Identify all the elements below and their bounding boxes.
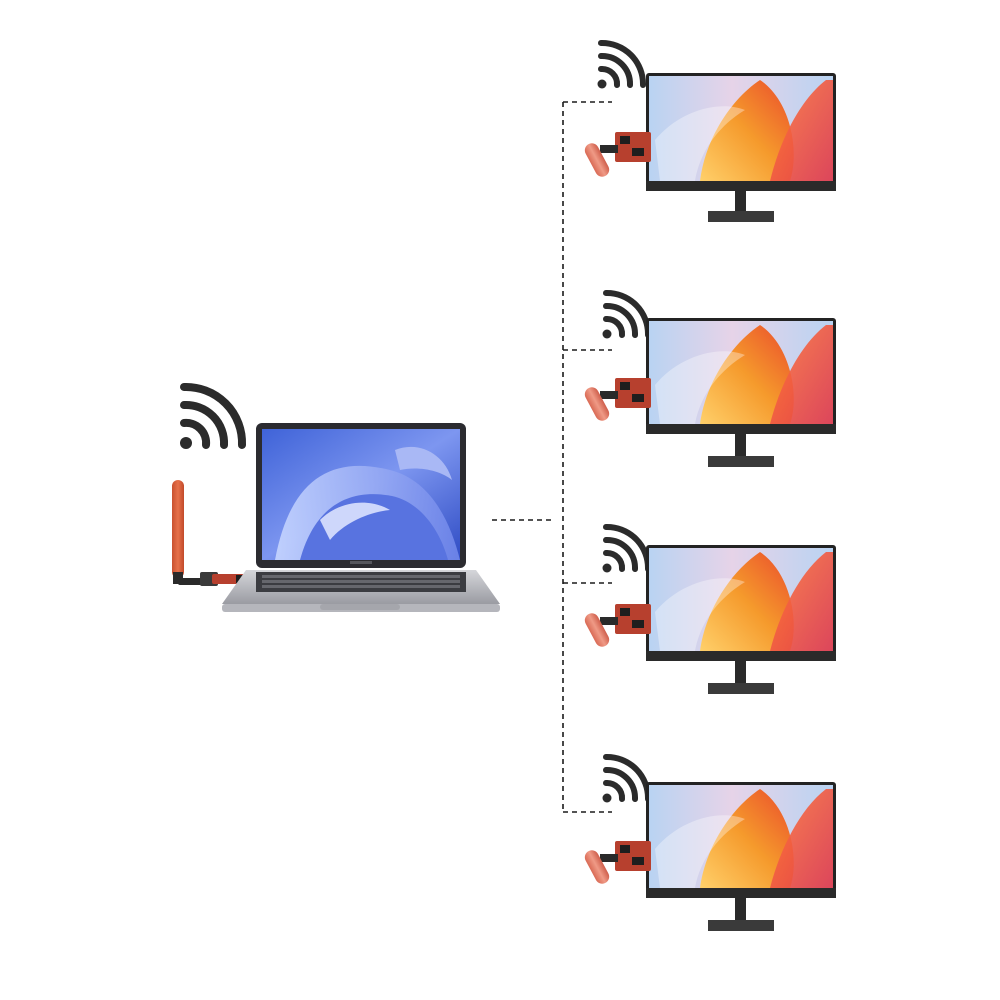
usb-receiver-dongle [584, 132, 651, 177]
receiver-wifi-icon [602, 753, 652, 803]
monitor [646, 73, 836, 222]
receiver-3 [584, 523, 836, 694]
usb-receiver-dongle [584, 841, 651, 884]
usb-transmitter-antenna [172, 480, 250, 586]
receiver-wifi-icon [602, 523, 652, 573]
monitor [646, 782, 836, 931]
laptop [222, 423, 500, 612]
usb-receiver-dongle [584, 378, 651, 421]
usb-receiver-dongle [584, 604, 651, 647]
receiver-wifi-icon [602, 289, 652, 339]
receiver-wifi-icon [597, 39, 647, 89]
receiver-1 [584, 39, 836, 222]
monitor [646, 545, 836, 694]
connector-dashed-lines [492, 101, 612, 813]
receiver-2 [584, 289, 836, 467]
source-wifi-icon [180, 382, 247, 449]
receiver-4 [584, 753, 836, 931]
monitor [646, 318, 836, 467]
